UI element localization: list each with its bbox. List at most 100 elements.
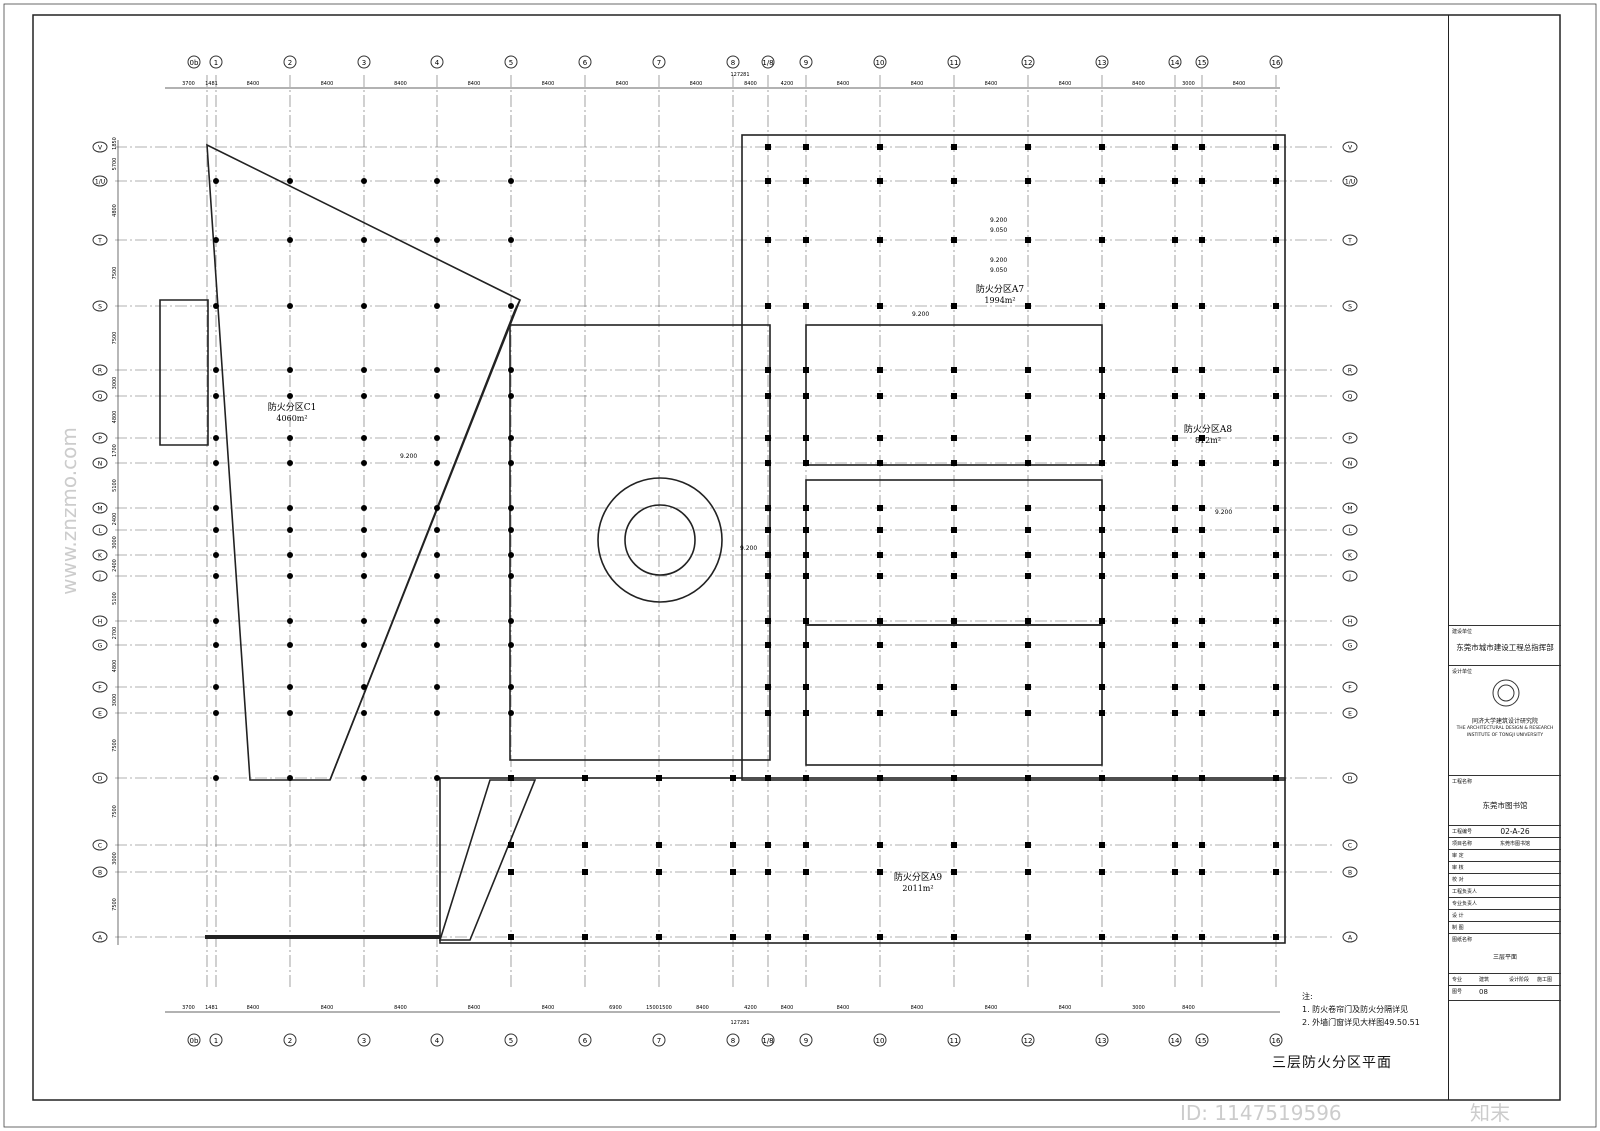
column [1273, 144, 1279, 150]
drawing-notes: 注: 1. 防火卷帘门及防火分隔详见 2. 外墙门窗详见大样图49.50.51 [1302, 990, 1420, 1029]
column [877, 642, 883, 648]
column [213, 367, 219, 373]
column [213, 684, 219, 690]
overall-dimension-bottom: 127281 [730, 1020, 749, 1026]
column [765, 775, 771, 781]
dimension-bottom: 8400 [1059, 1005, 1072, 1011]
column [1025, 710, 1031, 716]
column [287, 460, 293, 466]
dimension-bottom: 1500 [646, 1005, 659, 1011]
grid-bubble-top [1095, 55, 1109, 69]
column [287, 573, 293, 579]
column [508, 842, 514, 848]
grid-label-row: S [1348, 304, 1352, 311]
column [361, 367, 367, 373]
column [1273, 684, 1279, 690]
column [951, 842, 957, 848]
column [1025, 775, 1031, 781]
column [1099, 505, 1105, 511]
grid-bubble-row [1342, 772, 1358, 784]
title-block-divider [1449, 1000, 1561, 1002]
structural-columns [213, 144, 1279, 940]
role-label: 审 定 [1452, 853, 1464, 859]
column [1172, 842, 1178, 848]
column [765, 393, 771, 399]
level-mark: 9.200 [400, 453, 417, 460]
dimension-left: 5100 [112, 592, 118, 605]
grid-label-row: P [1348, 436, 1352, 443]
grid-bubble-top [761, 55, 775, 69]
signature-row: 专业负责人 [1449, 897, 1561, 910]
column [213, 237, 219, 243]
column [1099, 178, 1105, 184]
column [582, 934, 588, 940]
column [730, 869, 736, 875]
dimension-bottom: 8400 [696, 1005, 709, 1011]
grid-bubble-row [1342, 524, 1358, 536]
grid-bubble-bottom [761, 1033, 775, 1047]
column [434, 527, 440, 533]
column [803, 618, 809, 624]
column [1172, 367, 1178, 373]
column [1199, 869, 1205, 875]
level-mark: 9.200 [990, 257, 1007, 264]
column [1199, 552, 1205, 558]
column [765, 934, 771, 940]
column [765, 435, 771, 441]
drawing-title: 三层防火分区平面 [1272, 1055, 1392, 1071]
grid-label-row: 1/U [1345, 179, 1355, 186]
grid-label-top: 1 [214, 59, 218, 67]
column [765, 842, 771, 848]
column [765, 573, 771, 579]
column [1273, 527, 1279, 533]
dimension-top: 8400 [616, 81, 629, 87]
column [582, 869, 588, 875]
column [951, 367, 957, 373]
grid-label-row: C [1348, 843, 1352, 850]
column [1273, 710, 1279, 716]
column [213, 710, 219, 716]
column [877, 684, 883, 690]
grid-label-bottom: 1/8 [762, 1037, 773, 1045]
grid-label-row: D [1348, 776, 1353, 783]
signature-row: 审 核 [1449, 861, 1561, 874]
grid-label-row: E [98, 711, 102, 718]
grid-bubble-bottom [1168, 1033, 1182, 1047]
project-no-label: 工程编号 [1452, 829, 1473, 835]
column [951, 435, 957, 441]
column [951, 869, 957, 875]
signature-row: 校 对 [1449, 873, 1561, 886]
notes-heading: 注: [1302, 992, 1313, 1001]
item-name: 东莞市图书馆 [1499, 841, 1530, 847]
drawing-name: 三层平面 [1492, 954, 1517, 961]
grid-bubble-row [1342, 639, 1358, 651]
institute-seal-icon [1492, 679, 1520, 707]
grid-bubble-bottom [504, 1033, 518, 1047]
grid-label-bottom: 8 [731, 1037, 735, 1045]
column [508, 618, 514, 624]
column [361, 618, 367, 624]
sheet-frame [32, 14, 1561, 1101]
column [1099, 618, 1105, 624]
column [1025, 842, 1031, 848]
grid-label-top: 3 [362, 59, 366, 67]
grid-bubble-bottom [726, 1033, 740, 1047]
dimension-bottom: 8400 [247, 1005, 260, 1011]
grid-bubble-row [1342, 615, 1358, 627]
column [877, 573, 883, 579]
column [765, 618, 771, 624]
column [287, 303, 293, 309]
overall-dimension-top: 127281 [730, 72, 749, 78]
stage: 施工图 [1537, 977, 1553, 983]
column [213, 435, 219, 441]
dimension-left: 7500 [112, 739, 118, 752]
grid-label-bottom: 4 [435, 1037, 440, 1045]
grid-bubble-row [92, 549, 108, 561]
grid-label-bottom: 14 [1171, 1037, 1180, 1045]
column [1172, 618, 1178, 624]
column [434, 303, 440, 309]
dimension-bottom: 6900 [609, 1005, 622, 1011]
discipline-row: 专业建筑设计阶段施工图 [1449, 973, 1561, 986]
